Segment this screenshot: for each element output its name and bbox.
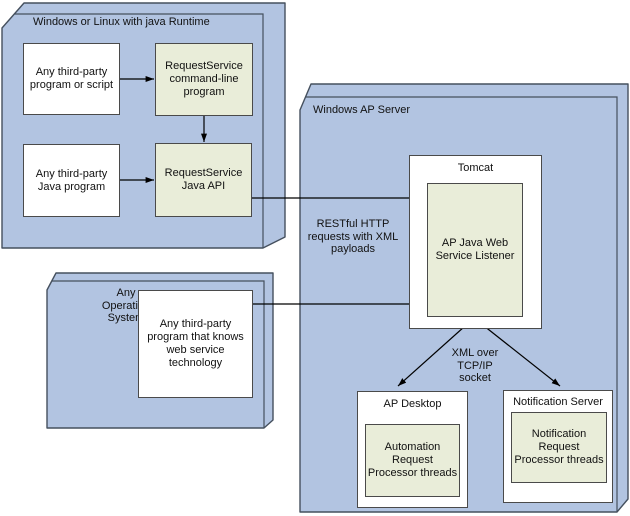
container-windows-ap-server-label: Windows AP Server bbox=[313, 104, 411, 116]
box-tomcat-label: Tomcat bbox=[457, 162, 494, 174]
box-request-service-cli: RequestService command-line program bbox=[155, 43, 253, 116]
box-request-service-java-api: RequestService Java API bbox=[155, 143, 252, 217]
edge-label-xml-socket: XML over TCP/IP socket bbox=[451, 347, 499, 384]
box-any-third-party-web-program: Any third-party program that knows web s… bbox=[138, 290, 253, 398]
box-notification-request-threads: Notification Request Processor threads bbox=[511, 412, 607, 483]
box-ap-desktop-label: AP Desktop bbox=[383, 398, 442, 410]
arrow-listener-to-notification-server bbox=[473, 317, 561, 387]
box-any-third-party-script: Any third-party program or script bbox=[23, 43, 120, 115]
box-any-third-party-java: Any third-party Java program bbox=[23, 144, 120, 217]
box-ap-java-web-service-listener: AP Java Web Service Listener bbox=[427, 183, 523, 317]
arrow-listener-to-ap-desktop bbox=[397, 317, 475, 387]
container-windows-linux-runtime-label: Windows or Linux with java Runtime bbox=[33, 16, 210, 28]
box-notification-server-label: Notification Server bbox=[513, 396, 603, 408]
edge-label-restful-http: RESTful HTTP requests with XML payloads bbox=[307, 218, 399, 255]
box-automation-request-threads: Automation Request Processor threads bbox=[365, 424, 460, 497]
